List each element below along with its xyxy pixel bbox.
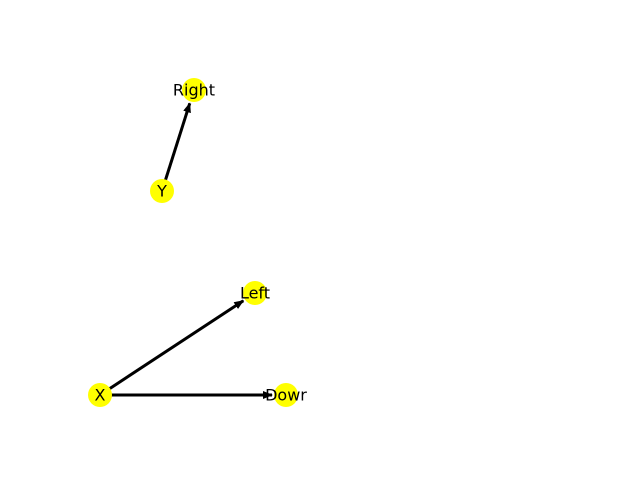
node-left: Left (240, 281, 270, 305)
node-label: Left (240, 284, 270, 303)
node-dowr: Dowr (265, 383, 307, 407)
node-x: X (88, 383, 112, 407)
node-circle (150, 179, 174, 203)
edges-layer (99, 102, 273, 399)
edge-x-to-left (99, 299, 245, 397)
node-label: Dowr (265, 386, 307, 405)
node-right: Right (173, 78, 215, 102)
edge-y-to-right (160, 102, 192, 192)
node-y: Y (150, 179, 174, 203)
node-circle (243, 281, 267, 305)
node-label: Right (173, 81, 215, 100)
node-circle (182, 78, 206, 102)
node-label: X (95, 386, 106, 405)
node-circle (274, 383, 298, 407)
node-label: Y (156, 182, 167, 201)
node-circle (88, 383, 112, 407)
